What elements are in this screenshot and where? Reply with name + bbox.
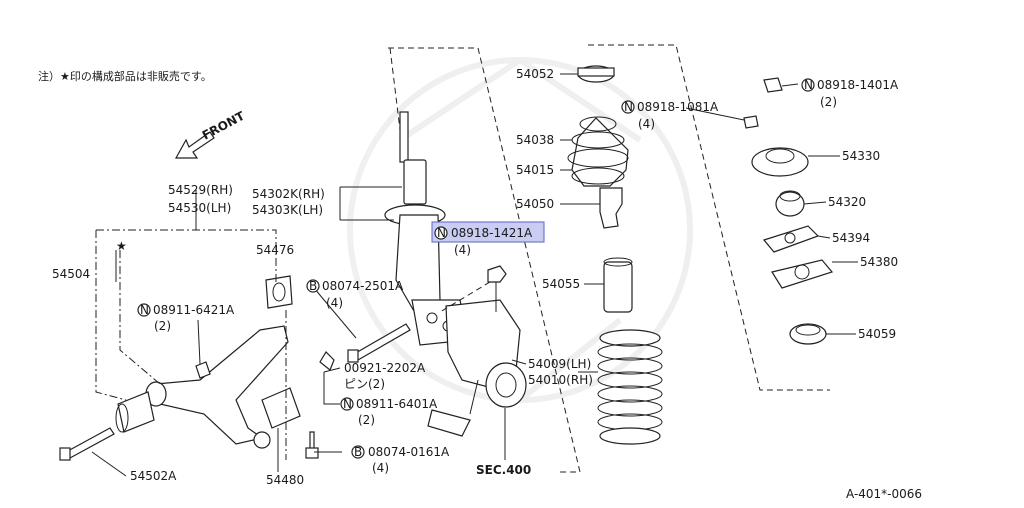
upper-mount-parts xyxy=(743,77,834,345)
callout-54009: 54009(LH) xyxy=(528,357,591,371)
highlight-box xyxy=(431,221,545,243)
nut-marker-icon xyxy=(621,100,635,114)
callout-54320: 54320 xyxy=(828,195,866,209)
nut-icon xyxy=(487,265,507,283)
callout-54394: 54394 xyxy=(832,231,870,245)
callout-54303k: 54303K(LH) xyxy=(252,203,323,217)
callout-08918-1081a-qty: (4) xyxy=(638,117,655,131)
note-text: 注）★印の構成部品は非販売です。 xyxy=(38,69,212,83)
callout-08911-6421a: 08911-6421A xyxy=(153,303,235,317)
callout-00921-2202a-pin: ピン(2) xyxy=(344,377,385,391)
callout-54502a: 54502A xyxy=(130,469,177,483)
coil-spring xyxy=(597,329,663,445)
upper-stack xyxy=(567,65,633,313)
footer-code: A-401*-0066 xyxy=(846,487,922,501)
nut-marker-icon xyxy=(137,303,151,317)
nut-marker-letter: N xyxy=(804,78,813,92)
callout-08074-2501a-qty: (4) xyxy=(326,296,343,310)
callout-54480: 54480 xyxy=(266,473,304,487)
callout-54010: 54010(RH) xyxy=(528,373,593,387)
front-label: FRONT xyxy=(200,108,248,142)
bolt-marker-letter: B xyxy=(354,445,362,459)
callout-08918-1421a: 08918-1421A xyxy=(451,226,533,240)
callout-08911-6401a-qty: (2) xyxy=(358,413,375,427)
callout-08074-2501a: 08074-2501A xyxy=(322,279,404,293)
nut-marker-icon xyxy=(340,397,354,411)
bolt-marker-letter: B xyxy=(309,279,317,293)
steering-knuckle xyxy=(427,299,527,437)
nut-marker-letter: N xyxy=(140,303,149,317)
nut-marker-letter: N xyxy=(343,397,352,411)
strut-bolts xyxy=(319,323,411,371)
callout-54015: 54015 xyxy=(516,163,554,177)
callout-54476: 54476 xyxy=(256,243,294,257)
callout-54302k: 54302K(RH) xyxy=(252,187,325,201)
nut-marker-icon xyxy=(801,78,815,92)
strut-assembly-boundary xyxy=(388,47,581,473)
callout-08074-0161a-qty: (4) xyxy=(372,461,389,475)
callout-54330: 54330 xyxy=(842,149,880,163)
callout-54055: 54055 xyxy=(542,277,580,291)
callout-08918-1081a: 08918-1081A xyxy=(637,100,719,114)
front-arrow-icon: FRONT xyxy=(174,108,248,159)
callout-08918-1421a-qty: (4) xyxy=(454,243,471,257)
nut-marker-letter: N xyxy=(437,226,446,240)
bolt-marker-icon xyxy=(306,279,320,293)
callout-54504: 54504 xyxy=(52,267,90,281)
callout-08074-0161a: 08074-0161A xyxy=(368,445,450,459)
lower-control-arm xyxy=(115,275,301,449)
callout-08911-6401a: 08911-6401A xyxy=(356,397,438,411)
callout-08918-1401a: 08918-1401A xyxy=(817,78,899,92)
callout-54038: 54038 xyxy=(516,133,554,147)
callout-54380: 54380 xyxy=(860,255,898,269)
nut-marker-icon xyxy=(434,226,448,240)
callout-00921-2202a: 00921-2202A xyxy=(344,361,426,375)
long-bolt xyxy=(65,427,115,459)
callout-54530: 54530(LH) xyxy=(168,201,231,215)
callout-54529: 54529(RH) xyxy=(168,183,233,197)
callout-08911-6421a-qty: (2) xyxy=(154,319,171,333)
callout-54059: 54059 xyxy=(858,327,896,341)
callout-54050: 54050 xyxy=(516,197,554,211)
star-mark: ★ xyxy=(116,239,127,253)
callout-54052: 54052 xyxy=(516,67,554,81)
bolt-marker-icon xyxy=(351,445,365,459)
callout-08918-1401a-qty: (2) xyxy=(820,95,837,109)
nut-marker-letter: N xyxy=(624,100,633,114)
callout-sec400: SEC.400 xyxy=(476,463,531,477)
